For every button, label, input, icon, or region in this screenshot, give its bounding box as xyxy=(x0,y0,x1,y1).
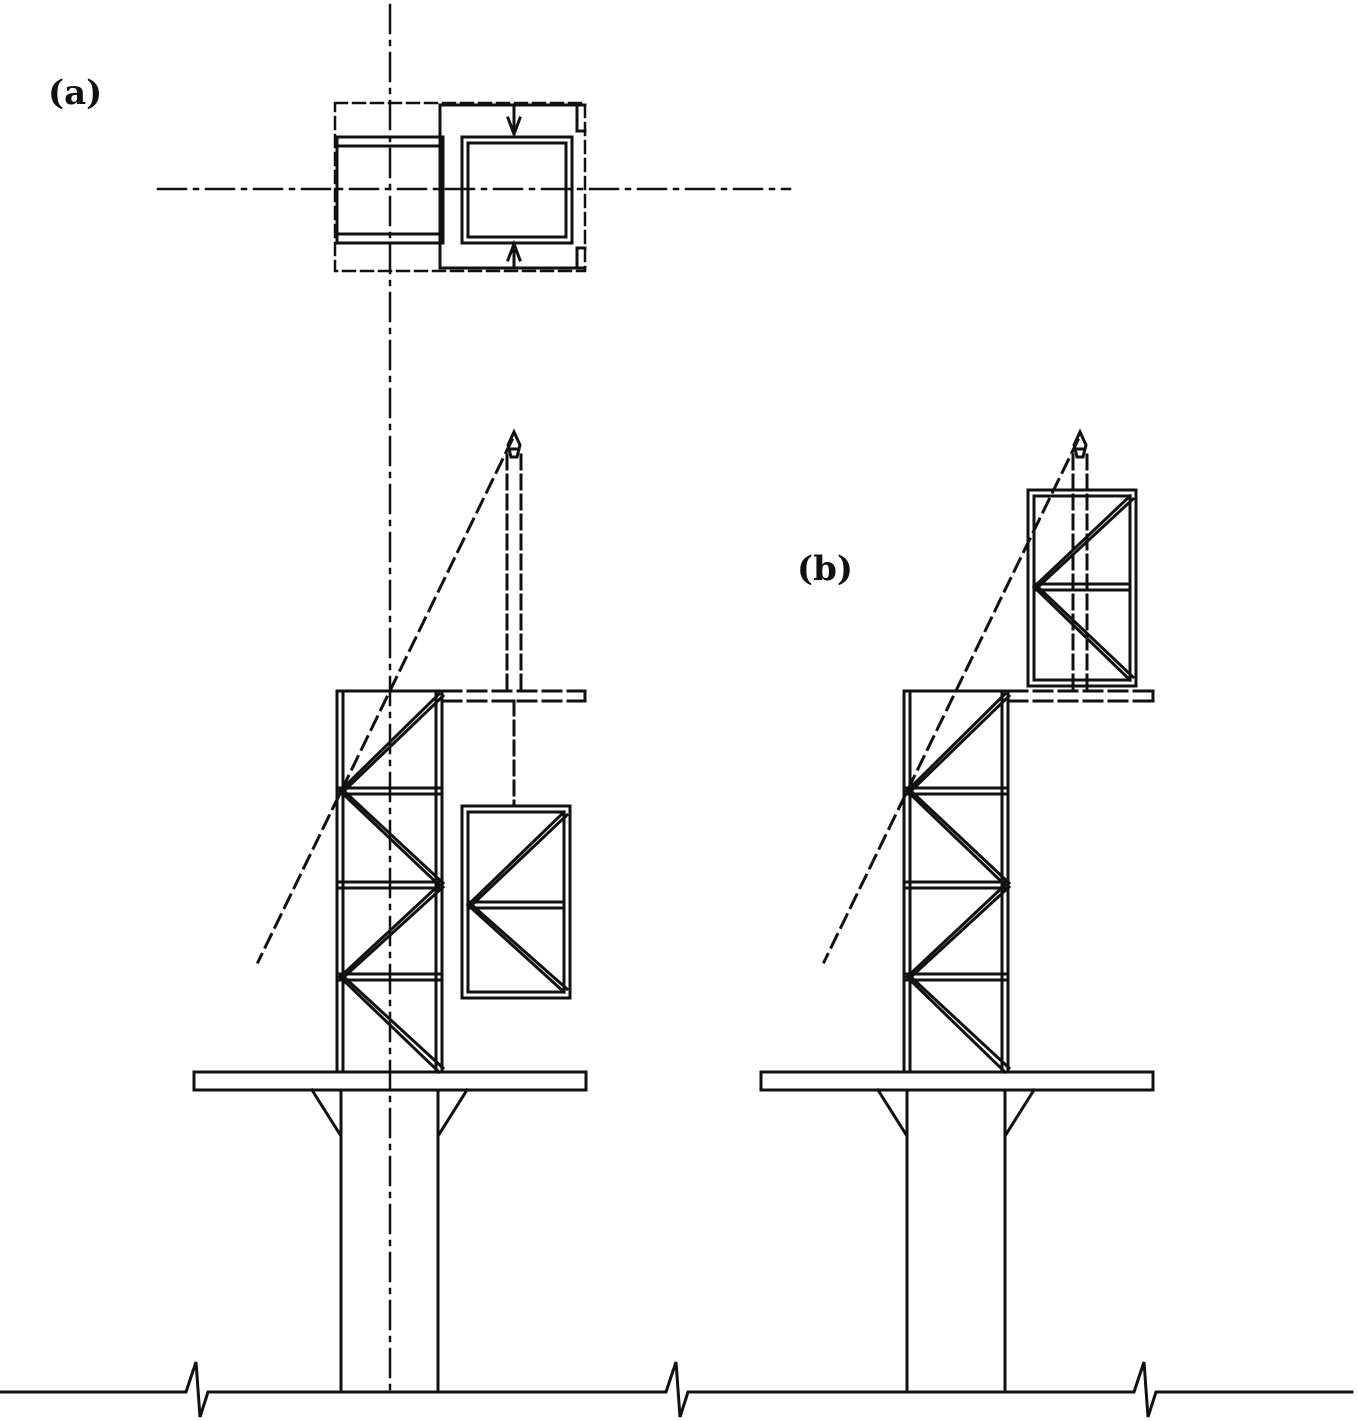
crane-hook-icon xyxy=(506,428,522,459)
base-slab-b xyxy=(759,1070,1155,1092)
base-slab-a xyxy=(192,1070,588,1092)
lifting-rope-a xyxy=(505,453,523,807)
stay-line-b xyxy=(821,437,1081,965)
new-mast-section-b xyxy=(1026,488,1138,688)
lifting-rope-b xyxy=(1071,453,1089,692)
ground-line xyxy=(0,1361,1354,1418)
pier-b xyxy=(875,1087,1037,1392)
panel-label-b: (b) xyxy=(797,549,853,589)
new-section-plan xyxy=(460,135,574,245)
pier-a xyxy=(309,1087,470,1392)
hook-icon xyxy=(506,106,522,139)
climbing-platform-b xyxy=(1007,689,1155,703)
stay-line-a xyxy=(255,437,515,965)
new-mast-section-a xyxy=(460,804,572,1000)
plan-view xyxy=(333,101,587,273)
crane-hook-icon xyxy=(1072,428,1088,459)
climbing-frame-outline xyxy=(333,101,587,273)
tower-mast-a xyxy=(335,689,446,1075)
climbing-platform-a xyxy=(441,689,587,703)
tower-section-plan xyxy=(335,135,445,245)
tower-mast-b xyxy=(902,689,1012,1075)
hook-icon xyxy=(506,239,522,270)
panel-label-a: (a) xyxy=(48,73,102,113)
